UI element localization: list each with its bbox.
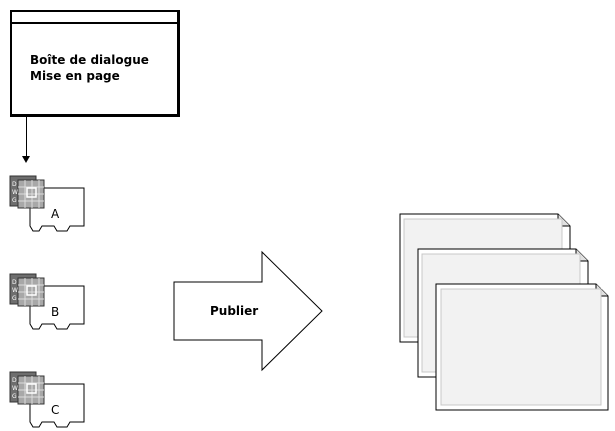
layout-label: B <box>51 305 60 319</box>
svg-text:D: D <box>12 279 17 286</box>
svg-text:W: W <box>12 385 18 392</box>
svg-text:W: W <box>12 287 18 294</box>
layout-sheet-b: D W G B <box>8 272 86 330</box>
svg-text:D: D <box>12 377 17 384</box>
publish-arrow-icon <box>173 250 323 372</box>
layout-label: A <box>51 207 60 221</box>
page-setup-dialog: Boîte de dialogue Mise en page <box>10 10 180 117</box>
svg-text:W: W <box>12 189 18 196</box>
layout-label: C <box>51 403 60 417</box>
svg-text:G: G <box>12 393 17 400</box>
connector-arrowhead <box>22 156 30 163</box>
output-sheets-stack-icon <box>399 213 609 411</box>
dwg-file-icon: D W G <box>9 175 85 232</box>
publish-label: Publier <box>210 304 259 318</box>
layout-sheet-a: D W G A <box>8 174 86 232</box>
dwg-file-icon: D W G <box>9 273 85 330</box>
dialog-title: Boîte de dialogue Mise en page <box>30 52 149 84</box>
connector-line <box>26 117 27 157</box>
dialog-titlebar <box>12 12 177 24</box>
output-sheet-front <box>435 283 609 411</box>
dialog-title-line2: Mise en page <box>30 69 120 83</box>
svg-text:D: D <box>12 181 17 188</box>
svg-text:G: G <box>12 197 17 204</box>
dwg-file-icon: D W G <box>9 371 85 428</box>
svg-text:G: G <box>12 295 17 302</box>
dialog-title-line1: Boîte de dialogue <box>30 53 149 67</box>
layout-sheet-c: D W G C <box>8 370 86 428</box>
